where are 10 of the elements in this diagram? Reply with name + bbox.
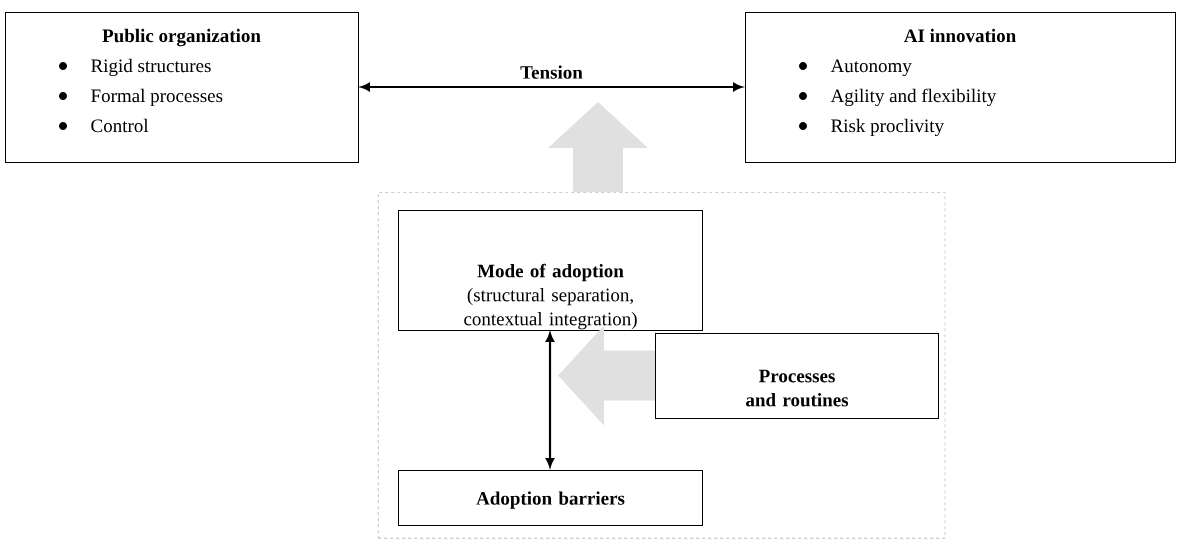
list-box: AI innovation Autonomy Agility and flexibility Risk proclivity [745, 12, 1176, 163]
text-box: Processes and routines [655, 333, 939, 419]
list-box: Public organization Rigid structures Formal processes Control [5, 12, 359, 163]
double-arrow [361, 82, 742, 92]
text-box: Mode of adoption (structural separation, contextual integration) [398, 210, 703, 331]
block-arrow [558, 325, 655, 426]
text-box: Adoption barriers [398, 470, 703, 526]
double-arrow [545, 333, 555, 467]
block-arrow [548, 102, 648, 192]
edge-label: Tension [518, 63, 585, 81]
